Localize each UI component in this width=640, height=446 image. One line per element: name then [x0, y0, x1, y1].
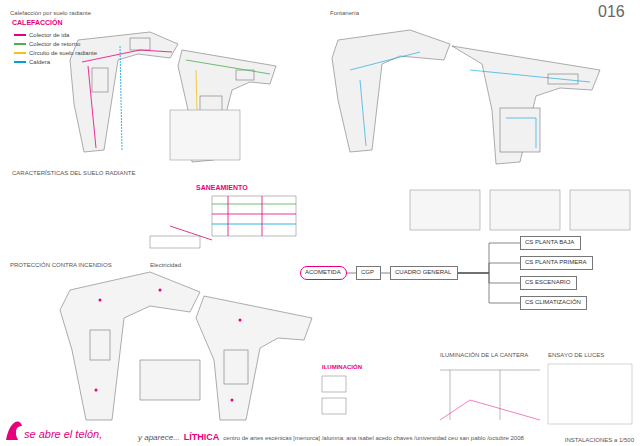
sheet-label: se abre el telón, — [24, 428, 102, 441]
legend-text: Colector de ida — [29, 32, 69, 38]
feeder-line — [458, 243, 520, 273]
legend-item: Caldera — [14, 59, 50, 65]
sheet-label: centro de artes escénicas [menorca] /alu… — [223, 435, 524, 441]
panel-box: CGP — [356, 266, 381, 280]
sheet-label: Electricidad — [150, 262, 181, 269]
feeder-line — [381, 273, 390, 274]
legend-text: Circuito de suelo radiante — [29, 50, 97, 56]
floor-plan — [60, 272, 312, 420]
legend-swatch — [14, 61, 26, 63]
sheet-label: ILUMINACIÓN DE LA CANTERA — [440, 352, 528, 359]
sheet-label: CARACTERÍSTICAS DEL SUELO RADIANTE — [12, 170, 135, 177]
legend-text: Colector de retorno — [29, 41, 80, 47]
node-text: CS ESCENARIO — [525, 279, 572, 286]
sheet-label: ENSAYO DE LUCES — [548, 352, 604, 359]
sheet-label: SANEAMIENTO — [196, 184, 248, 192]
legend-item: Circuito de suelo radiante — [14, 50, 97, 56]
drainage-section — [150, 196, 296, 248]
legend-swatch — [14, 52, 26, 54]
sheet-label: ILUMINACIÓN — [322, 364, 362, 371]
sheet-label: PROTECCIÓN CONTRA INCENDIOS — [10, 262, 112, 269]
credits-row: y aparece... LÍTHICAcentro de artes escén… — [138, 432, 528, 442]
node-text: CUADRO GENERAL — [395, 269, 453, 276]
legend-swatch — [14, 34, 26, 36]
panel-box: CS CLIMATIZACIÓN — [520, 296, 587, 310]
panel-box: CS PLANTA PRIMERA — [520, 256, 593, 270]
node-text: ACOMETIDA — [305, 269, 342, 276]
sheet-label: 016 — [598, 3, 625, 21]
node-text: CGP — [361, 269, 376, 276]
legend-swatch — [14, 43, 26, 45]
sheet-label: Calefacción por suelo radiante — [10, 10, 91, 17]
legend-text: Caldera — [29, 59, 50, 65]
floor-plan — [70, 32, 276, 162]
panel-box: CUADRO GENERAL — [390, 266, 458, 280]
node-text: CS PLANTA PRIMERA — [525, 259, 588, 266]
lighting-detail — [322, 364, 632, 424]
feeder-line — [347, 273, 356, 274]
sheet-label: Fontanería — [330, 10, 359, 17]
feeder-line — [458, 263, 520, 273]
sheet-label: INSTALACIONES a 1/500 — [565, 437, 634, 444]
detail-plan — [170, 110, 630, 230]
sheet-label: CALEFACCIÓN — [12, 19, 63, 27]
floor-plan — [332, 30, 600, 164]
feeder-line — [458, 273, 520, 303]
sheet-label: LÍTHICA — [184, 432, 220, 442]
panel-box: CS PLANTA BAJA — [520, 236, 581, 250]
sheet-label: y aparece... — [138, 433, 180, 442]
emergency-symbols — [95, 289, 242, 402]
curtain-mark — [6, 422, 22, 440]
supply-node: ACOMETIDA — [300, 266, 347, 280]
legend-item: Colector de retorno — [14, 41, 80, 47]
legend-item: Colector de ida — [14, 32, 69, 38]
plumbing-lines — [350, 52, 590, 148]
node-text: CS PLANTA BAJA — [525, 239, 576, 246]
panel-box: CS ESCENARIO — [520, 276, 577, 290]
node-text: CS CLIMATIZACIÓN — [525, 299, 582, 306]
